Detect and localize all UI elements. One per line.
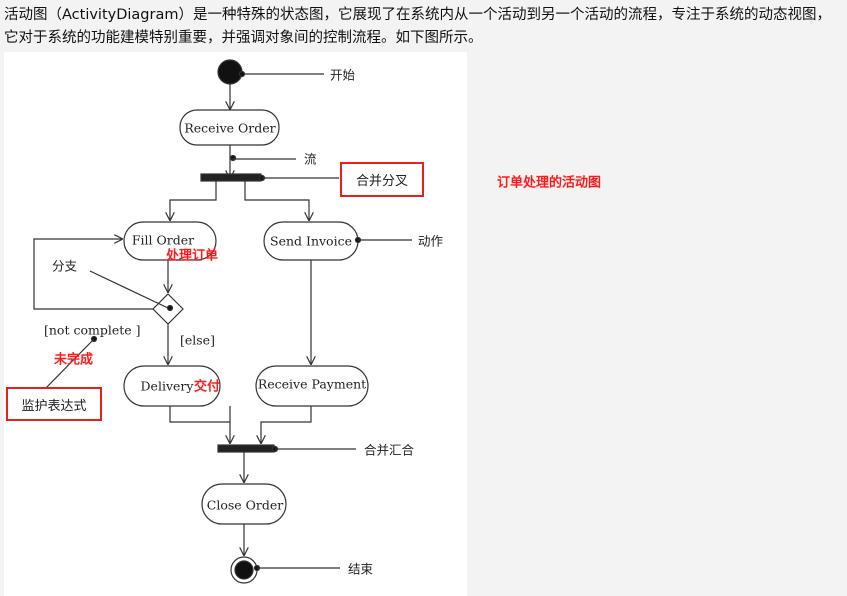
guard-annotation-box: 监护表达式 [6,387,102,421]
intro-paragraph: 活动图（ActivityDiagram）是一种特殊的状态图，它展现了在系统内从一… [4,7,831,46]
end-annotation: 结束 [348,561,374,577]
deliver-note: 交付 [194,379,221,395]
else-guard: [else] [180,332,215,348]
guard-annotation: 监护表达式 [21,398,87,414]
flow-annotation: 流 [304,151,317,167]
initial-node [217,59,243,85]
diagram-lines [33,59,412,584]
fork-annotation-box: 合并分叉 [340,162,424,197]
action-annotation: 动作 [418,233,444,249]
incomplete-note: 未完成 [54,352,94,368]
diagram-title-note: 订单处理的活动图 [497,175,602,191]
send-invoice-node: Send Invoice [270,233,352,249]
branch-annotation: 分支 [52,258,78,274]
receive-order-node: Receive Order [184,120,276,136]
join-bar [217,444,275,453]
start-annotation: 开始 [330,67,356,83]
fork-annotation: 合并分叉 [355,174,408,189]
join-annotation: 合并汇合 [364,442,415,458]
receive-payment-node: Receive Payment [257,376,367,392]
receive-payment-node-shape [255,365,369,407]
delivery-node-shape [123,365,221,407]
fork-bar [200,173,262,182]
process-order-note: 处理订单 [166,248,219,264]
activity-diagram-canvas: Receive Order Fill Order Send Invoice De… [4,52,467,596]
fill-order-node: Fill Order [131,232,195,248]
fill-order-node-shape [123,221,217,261]
close-order-node: Close Order [206,497,284,513]
delivery-node: Delivery [140,378,194,394]
final-node-inner [234,560,254,580]
not-complete-guard: [not complete ] [44,322,141,338]
